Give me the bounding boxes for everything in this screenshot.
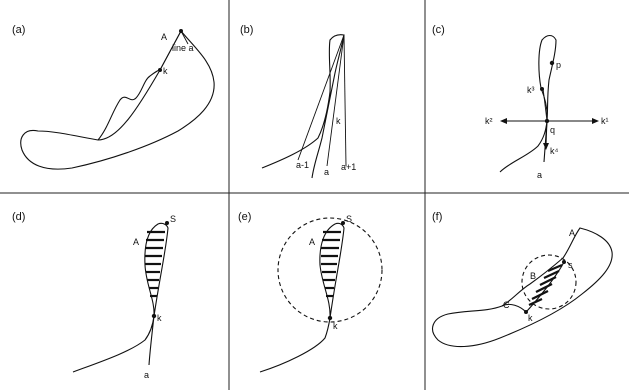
- panel-f-hatching: [528, 263, 563, 306]
- panel-d-label-k: k: [157, 313, 162, 323]
- panel-b-label: (b): [240, 24, 253, 36]
- panel-d-label-A: A: [133, 237, 139, 247]
- panel-c-label-p: p: [556, 60, 561, 70]
- panel-c-label-q: q: [550, 125, 555, 135]
- panel-f-dashed-circle: [521, 254, 577, 310]
- panel-d-hatching: [145, 230, 165, 298]
- panel-c-label-k4: k⁴: [550, 146, 559, 156]
- panel-a-wavy-contour: [97, 69, 161, 141]
- panel-e-label: (e): [238, 211, 251, 223]
- panel-c-label: (c): [432, 24, 445, 36]
- panel-e: (e) S A k: [238, 211, 383, 373]
- panel-c-label-k1: k¹: [601, 116, 609, 126]
- panel-f-point-s: [562, 260, 566, 264]
- panel-f-inner-contour: [501, 261, 565, 313]
- panel-e-label-s: S: [346, 214, 352, 224]
- panel-a-label-k: k: [163, 66, 168, 76]
- panel-c-label-k2: k²: [485, 116, 493, 126]
- panel-b-line-a-minus: [297, 34, 345, 161]
- panel-a-label: (a): [12, 24, 25, 36]
- panel-a-label-line: line a: [172, 43, 194, 53]
- panel-f-point-k: [524, 310, 528, 314]
- panel-f: (f) A s B C k: [432, 211, 613, 348]
- panel-e-label-A: A: [309, 237, 315, 247]
- panel-d-contour: [72, 222, 169, 373]
- panel-c-arrow-k1: [592, 118, 599, 124]
- panel-d-label-s: S: [170, 214, 176, 224]
- panel-a-line-a: [159, 30, 182, 71]
- panel-e-point-k: [327, 315, 333, 321]
- panel-c-arrow-k4: [543, 143, 549, 150]
- panel-b: (b) k a-1 a a+1: [240, 24, 356, 179]
- panel-d-label-a: a: [144, 370, 149, 380]
- panel-f-label-s: s: [568, 260, 573, 270]
- panel-f-label-A: A: [569, 228, 575, 238]
- panel-e-dashed-circle: [277, 217, 383, 323]
- panel-b-line-a-plus: [343, 34, 347, 167]
- panel-f-label: (f): [432, 211, 442, 223]
- panel-e-point-s: [341, 221, 345, 225]
- panel-a: (a) A line a k: [12, 24, 215, 170]
- panel-d-point-k: [151, 313, 157, 319]
- panel-c-contour: [499, 34, 557, 173]
- panel-a-point-top: [179, 29, 183, 33]
- panel-c-line-to-k4: [545, 120, 548, 148]
- panel-c-label-k3: k³: [527, 85, 535, 95]
- panel-b-label-k: k: [336, 116, 341, 126]
- panel-f-label-C: C: [503, 300, 510, 310]
- panel-e-contour: [259, 222, 345, 373]
- panel-c-arrow-k2: [500, 118, 507, 124]
- panel-c: (c) p k³ k² k¹ q k⁴ a: [432, 24, 609, 180]
- panel-d: (d) S A k a: [12, 211, 176, 380]
- panel-d-point-s: [165, 221, 169, 225]
- panel-c-point-p: [549, 60, 555, 66]
- panel-d-label: (d): [12, 211, 25, 223]
- panel-b-label-a: a: [324, 167, 329, 177]
- panel-b-label-a-minus: a-1: [296, 160, 309, 170]
- panel-b-line-a: [326, 34, 345, 167]
- panel-f-label-k: k: [528, 313, 533, 323]
- panel-b-label-a-plus: a+1: [341, 162, 356, 172]
- panel-e-hatching: [321, 230, 341, 298]
- panel-a-line-a-tick: [180, 30, 189, 45]
- panel-c-line-to-k3: [542, 87, 548, 122]
- panel-f-label-B: B: [530, 271, 536, 281]
- panel-a-point-k: [158, 68, 162, 72]
- panel-c-label-a: a: [537, 170, 542, 180]
- panel-f-outline: [432, 227, 613, 348]
- panel-a-label-A: A: [161, 32, 167, 42]
- panel-e-label-k: k: [333, 321, 338, 331]
- panel-b-contour: [261, 34, 345, 179]
